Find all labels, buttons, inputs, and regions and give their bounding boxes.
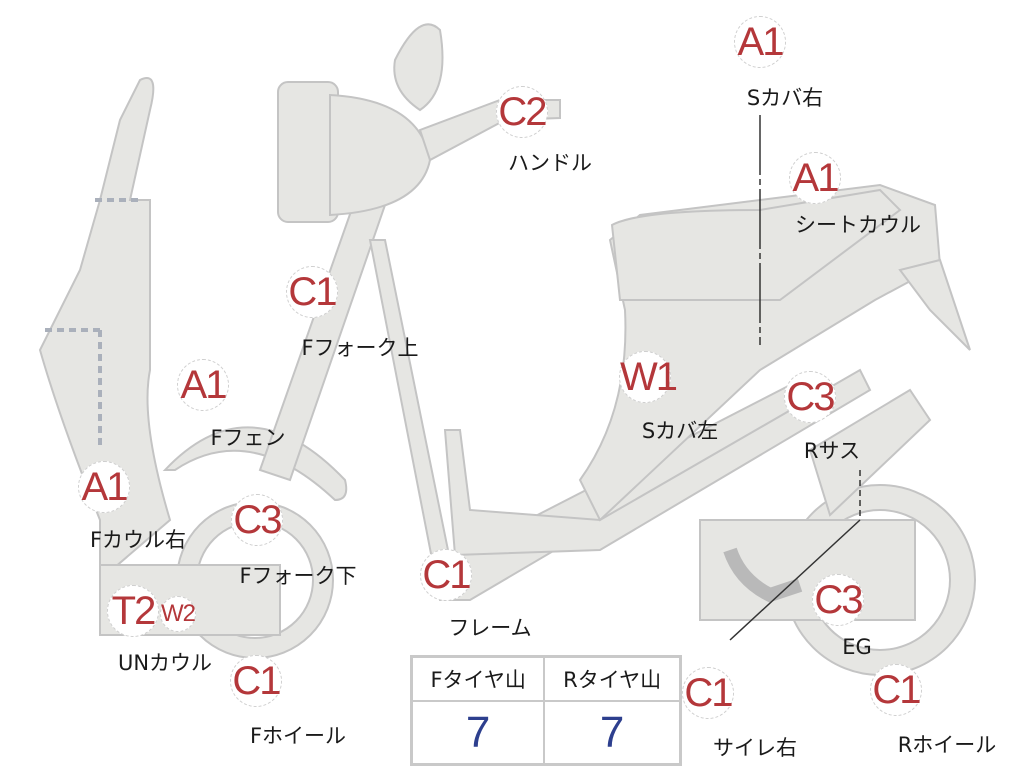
- label-f-fork-lower: Fフォーク下: [239, 564, 357, 588]
- tire-tread-table: Fタイヤ山 Rタイヤ山 7 7: [410, 655, 682, 766]
- rear-tire-value: 7: [543, 700, 682, 766]
- front-tire-header: Fタイヤ山: [410, 655, 546, 702]
- front-tire-value: 7: [410, 700, 546, 766]
- grade-badge-s-cover-left: W1: [619, 351, 678, 403]
- grade-badge-frame: C1: [420, 549, 472, 601]
- label-f-cowl-right: Fカウル右: [89, 528, 187, 552]
- front-cowl-shape: [38, 77, 172, 583]
- label-r-suspension: Rサス: [803, 439, 861, 463]
- rear-suspension: [808, 388, 932, 517]
- grade-badge-r-suspension: C3: [784, 371, 836, 423]
- mirror: [393, 23, 444, 112]
- floor: [443, 368, 872, 557]
- label-frame: フレーム: [448, 616, 532, 640]
- label-seat-cowl: シートカウル: [795, 213, 921, 237]
- grade-badge-muffler-right: C1: [682, 667, 734, 719]
- grade-badge-f-fender: A1: [177, 359, 229, 411]
- label-f-fork-upper: Fフォーク上: [301, 336, 419, 360]
- label-r-wheel: Rホイール: [897, 733, 997, 757]
- label-f-wheel: Fホイール: [249, 724, 347, 748]
- grade-badge-un-cowl: T2: [107, 585, 159, 637]
- grade-badge-handle: C2: [496, 86, 548, 138]
- grade-badge-f-fork-upper: C1: [286, 266, 338, 318]
- rear-tire-header: Rタイヤ山: [543, 655, 682, 702]
- grade-badge-seat-cowl: A1: [789, 152, 841, 204]
- seat: [610, 188, 902, 301]
- label-handle: ハンドル: [508, 151, 592, 175]
- grade-badge-engine: C3: [812, 574, 864, 626]
- label-muffler-right: サイレ右: [713, 736, 797, 760]
- grade-badge-f-fork-lower: C3: [231, 494, 283, 546]
- label-s-cover-right: Sカバ右: [746, 86, 824, 110]
- label-s-cover-left: Sカバ左: [641, 419, 719, 443]
- label-engine: EG: [842, 635, 872, 659]
- grade-badge-r-wheel: C1: [870, 664, 922, 716]
- grade-badge-f-wheel: C1: [230, 655, 282, 707]
- grade-badge-s-cover-right: A1: [734, 16, 786, 68]
- grade-badge-un-cowl-secondary: W2: [160, 596, 196, 632]
- grade-badge-f-cowl-right: A1: [78, 461, 130, 513]
- label-f-fender: Fフェン: [210, 426, 286, 450]
- label-un-cowl: UNカウル: [117, 651, 213, 675]
